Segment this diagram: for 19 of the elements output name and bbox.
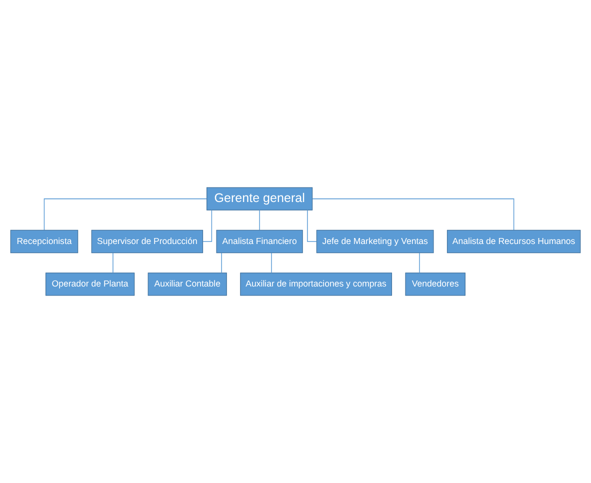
node-box: Auxiliar Contable — [148, 272, 227, 296]
connector — [307, 210, 317, 242]
connector — [221, 252, 222, 274]
connector — [312, 198, 514, 230]
node-box: Analista de Recursos Humanos — [446, 230, 581, 254]
node-box: Operador de Planta — [45, 272, 135, 296]
connector — [271, 252, 272, 274]
node-box: Recepcionista — [10, 230, 78, 254]
connector — [259, 210, 260, 230]
node-box: Jefe de Marketing y Ventas — [316, 230, 434, 254]
connector — [202, 210, 212, 242]
node-box: Supervisor de Producción — [91, 230, 204, 254]
node-box: Gerente general — [206, 187, 313, 210]
connector — [44, 198, 207, 230]
connector — [112, 252, 114, 274]
node-box: Vendedores — [405, 272, 466, 296]
connector — [419, 252, 420, 274]
node-box: Analista Financiero — [216, 230, 303, 254]
node-box: Auxiliar de importaciones y compras — [240, 272, 392, 296]
